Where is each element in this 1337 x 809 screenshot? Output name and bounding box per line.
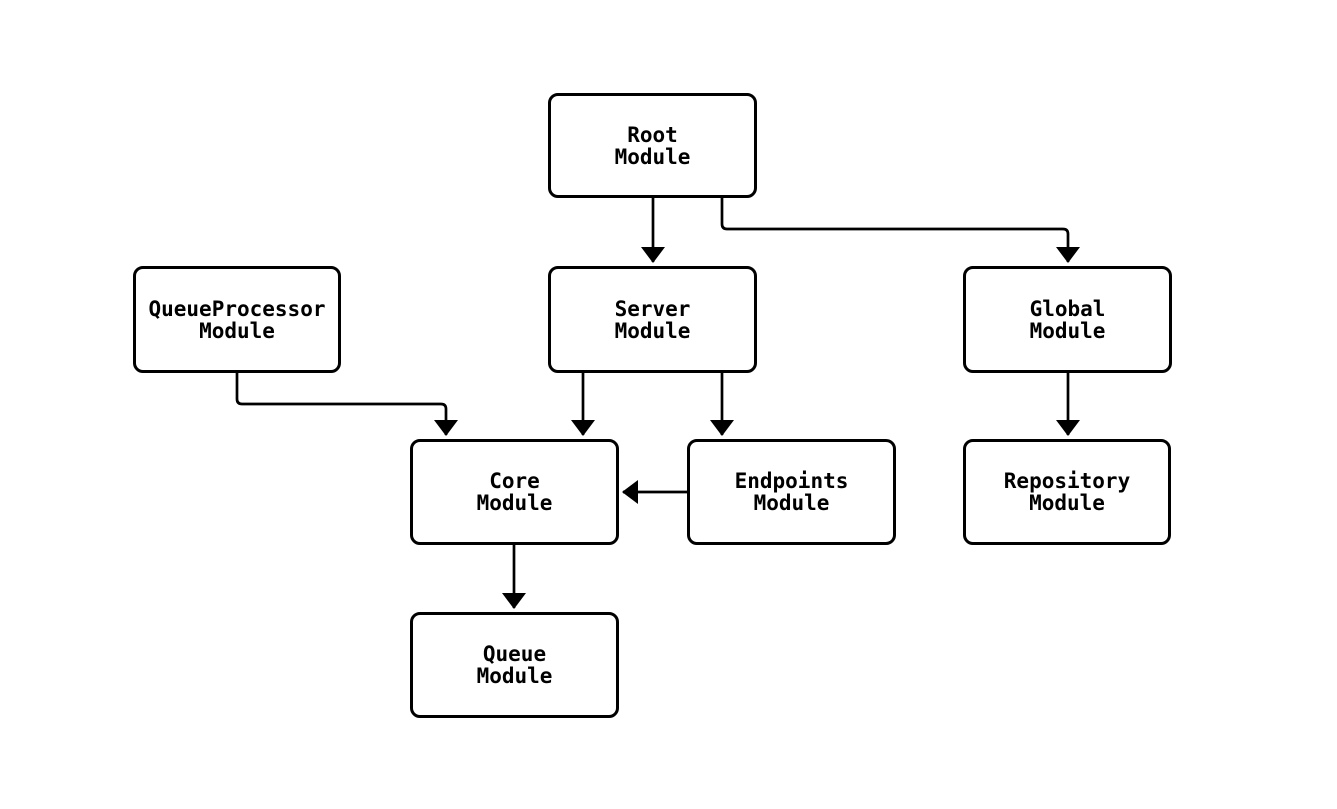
node-repository-module: Repository Module xyxy=(963,439,1171,545)
node-queueprocessor-module: QueueProcessor Module xyxy=(133,266,341,373)
node-label-repository-module: Repository Module xyxy=(1003,469,1131,515)
node-server-module: Server Module xyxy=(548,266,757,373)
node-label-server-module: Server Module xyxy=(614,296,691,343)
node-label-global-module: Global Module xyxy=(1029,296,1106,343)
node-root-module: Root Module xyxy=(548,93,757,198)
node-label-queueprocessor-module: QueueProcessor Module xyxy=(148,296,326,343)
node-core-module: Core Module xyxy=(410,439,619,545)
edge-root-module-to-global-module xyxy=(720,198,1080,263)
node-global-module: Global Module xyxy=(963,266,1172,373)
node-queue-module: Queue Module xyxy=(410,612,619,718)
node-endpoints-module: Endpoints Module xyxy=(687,439,896,545)
node-label-root-module: Root Module xyxy=(614,122,691,169)
node-label-core-module: Core Module xyxy=(476,469,553,515)
node-label-queue-module: Queue Module xyxy=(476,642,553,688)
node-label-endpoints-module: Endpoints Module xyxy=(734,469,849,515)
edge-queueprocessor-module-to-core-module xyxy=(235,373,458,436)
